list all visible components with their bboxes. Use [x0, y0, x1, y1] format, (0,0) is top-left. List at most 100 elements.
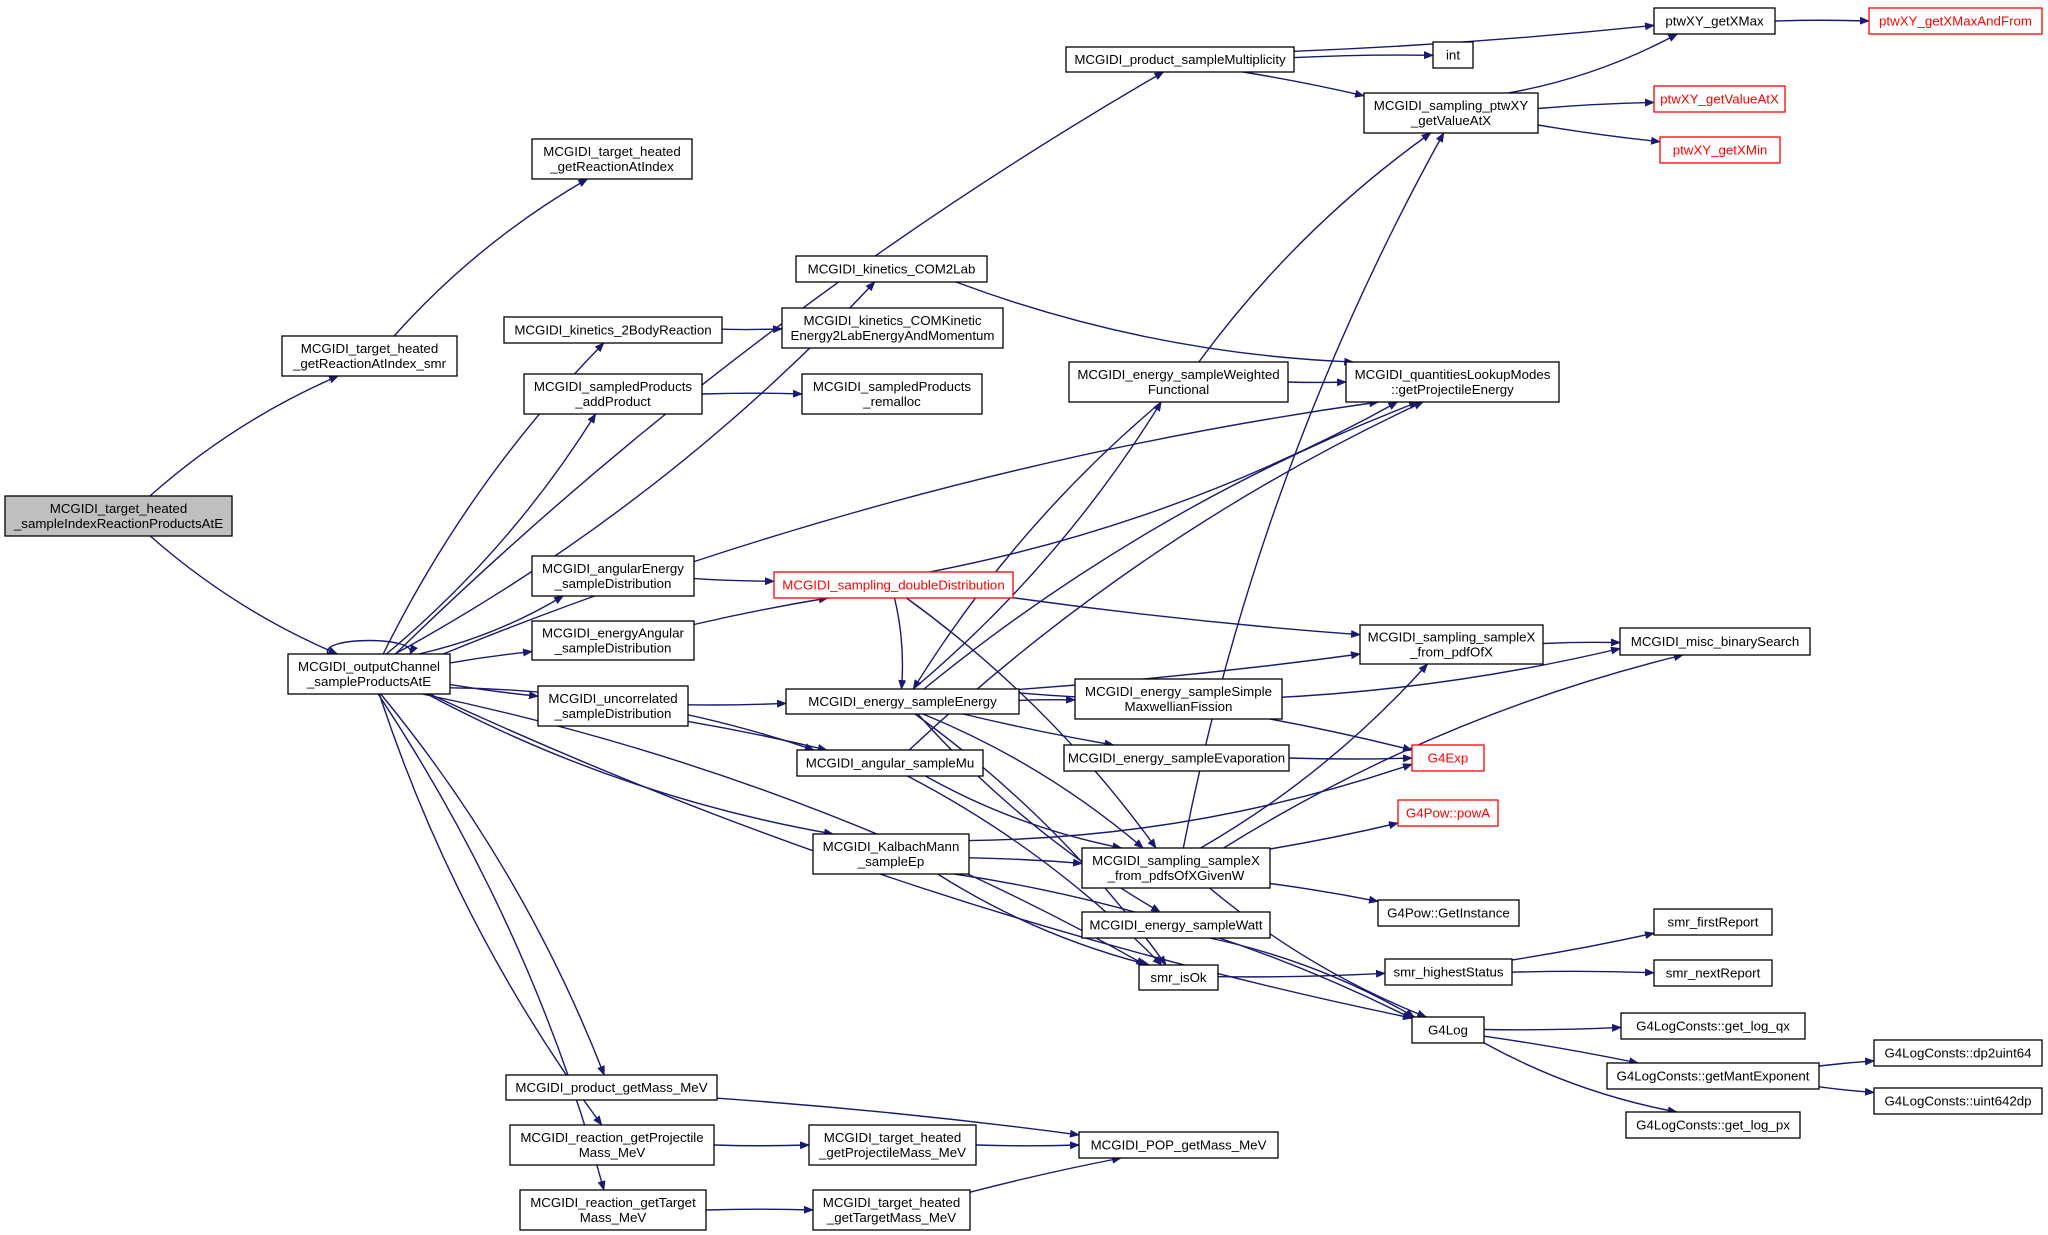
node-getXMax[interactable]: ptwXY_getXMax — [1653, 7, 1776, 35]
node-label: smr_firstReport — [1668, 915, 1759, 930]
node-powInstance[interactable]: G4Pow::GetInstance — [1377, 899, 1520, 927]
node-pdfsGivenW[interactable]: MCGIDI_sampling_sampleX_from_pdfsOfXGive… — [1081, 847, 1271, 889]
node-kalbach[interactable]: MCGIDI_KalbachMann_sampleEp — [812, 833, 970, 875]
edge-weighted-to-ptwValueAtX — [1198, 132, 1432, 363]
node-label: MCGIDI_sampling_doubleDistribution — [782, 578, 1004, 593]
node-label: _getReactionAtIndex — [549, 159, 674, 174]
node-sampleEnergy[interactable]: MCGIDI_energy_sampleEnergy — [785, 688, 1020, 715]
node-pdfOfX[interactable]: MCGIDI_sampling_sampleX_from_pdfOfX — [1359, 624, 1544, 665]
node-box — [1653, 7, 1776, 35]
node-getReactionAtIndex_smr[interactable]: MCGIDI_target_heated_getReactionAtIndex_… — [281, 335, 458, 377]
node-getReactionAtIndex[interactable]: MCGIDI_target_heated_getReactionAtIndex — [531, 138, 693, 180]
node-box — [801, 373, 983, 415]
edge-COM2Lab-to-quantities — [955, 281, 1355, 366]
node-G4Exp[interactable]: G4Exp — [1411, 744, 1485, 772]
node-box — [1625, 1111, 1801, 1139]
node-reactTarget[interactable]: MCGIDI_reaction_getTargetMass_MeV — [519, 1189, 707, 1231]
node-box — [1397, 799, 1499, 827]
node-box — [1620, 1012, 1806, 1040]
node-uncorrelated[interactable]: MCGIDI_uncorrelated_sampleDistribution — [537, 685, 689, 727]
node-thProj[interactable]: MCGIDI_target_heated_getProjectileMass_M… — [808, 1124, 977, 1166]
edge-kalbach-to-G4Log — [954, 873, 1413, 1020]
edge-thProj-to-popMass — [975, 1141, 1080, 1150]
node-popMass[interactable]: MCGIDI_POP_getMass_MeV — [1078, 1131, 1279, 1159]
node-isOk[interactable]: smr_isOk — [1138, 964, 1219, 991]
node-sampleMu[interactable]: MCGIDI_angular_sampleMu — [796, 749, 984, 777]
node-box — [1359, 624, 1544, 665]
edge-sampleEnergy-to-evaporation — [962, 713, 1115, 748]
node-mantExp[interactable]: G4LogConsts::getMantExponent — [1606, 1062, 1820, 1090]
node-label: MCGIDI_energy_sampleSimple — [1085, 684, 1272, 699]
edge-doubleDist-to-pdfsGivenW — [906, 597, 1157, 849]
node-evaporation[interactable]: MCGIDI_energy_sampleEvaporation — [1063, 744, 1290, 772]
node-label: smr_nextReport — [1666, 966, 1761, 981]
node-getValueAtX[interactable]: ptwXY_getValueAtX — [1653, 85, 1786, 113]
node-energyAngular[interactable]: MCGIDI_energyAngular_sampleDistribution — [531, 620, 695, 661]
node-binarySearch[interactable]: MCGIDI_misc_binarySearch — [1619, 627, 1811, 656]
node-label: MCGIDI_sampling_ptwXY — [1374, 98, 1529, 113]
node-label: MCGIDI_energyAngular — [542, 626, 684, 641]
edge-pdfsGivenW-to-powInstance — [1269, 882, 1379, 904]
node-twoBody[interactable]: MCGIDI_kinetics_2BodyReaction — [503, 316, 723, 344]
edge-sampleEnergy-to-quantities — [923, 401, 1420, 690]
node-angularEnergy[interactable]: MCGIDI_angularEnergy_sampleDistribution — [531, 555, 695, 597]
node-label: MCGIDI_kinetics_COMKinetic — [803, 313, 981, 328]
node-label: G4Pow::powA — [1406, 806, 1490, 821]
edge-watt-to-G4Log — [1209, 937, 1416, 1018]
edge-sampleEnergy-to-weighted — [912, 401, 1162, 690]
node-firstReport[interactable]: smr_firstReport — [1653, 908, 1773, 936]
node-quantities[interactable]: MCGIDI_quantitiesLookupModes::getProject… — [1345, 361, 1560, 403]
node-simpleMax[interactable]: MCGIDI_energy_sampleSimpleMaxwellianFiss… — [1074, 678, 1283, 720]
node-G4Log[interactable]: G4Log — [1411, 1016, 1485, 1044]
node-doubleDist[interactable]: MCGIDI_sampling_doubleDistribution — [773, 571, 1014, 599]
node-label: _sampleDistribution — [554, 706, 672, 721]
node-dp2uint64[interactable]: G4LogConsts::dp2uint64 — [1873, 1039, 2043, 1067]
node-ptwValueAtX[interactable]: MCGIDI_sampling_ptwXY_getValueAtX — [1363, 92, 1539, 134]
node-label: MCGIDI_misc_binarySearch — [1631, 634, 1799, 649]
edge-outputChannel-to-G4Log — [429, 693, 1413, 1021]
node-logQx[interactable]: G4LogConsts::get_log_qx — [1620, 1012, 1806, 1040]
node-label: _getTargetMass_MeV — [826, 1210, 956, 1225]
node-nextReport[interactable]: smr_nextReport — [1653, 959, 1773, 987]
node-root[interactable]: MCGIDI_target_heated_sampleIndexReaction… — [4, 495, 233, 537]
node-outputChannel[interactable]: MCGIDI_outputChannel_sampleProductsAtE — [287, 653, 451, 695]
node-COM2Lab[interactable]: MCGIDI_kinetics_COM2Lab — [795, 255, 988, 283]
node-box — [785, 688, 1020, 715]
node-remalloc[interactable]: MCGIDI_sampledProducts_remalloc — [801, 373, 983, 415]
node-label: _addProduct — [574, 394, 651, 409]
node-uint642dp[interactable]: G4LogConsts::uint642dp — [1873, 1087, 2043, 1115]
node-getMass[interactable]: MCGIDI_product_getMass_MeV — [505, 1074, 718, 1101]
node-watt[interactable]: MCGIDI_energy_sampleWatt — [1081, 911, 1271, 939]
node-box — [1078, 1131, 1279, 1159]
node-box — [1411, 1016, 1485, 1044]
node-label: MCGIDI_quantitiesLookupModes — [1355, 367, 1551, 382]
node-addProduct[interactable]: MCGIDI_sampledProducts_addProduct — [523, 373, 703, 415]
edge-outputChannel-to-angularEnergy — [418, 595, 565, 655]
node-label: G4LogConsts::getMantExponent — [1617, 1069, 1810, 1084]
node-box — [1659, 136, 1781, 164]
edge-angularEnergy-to-doubleDist — [693, 577, 775, 586]
edge-mantExp-to-dp2uint64 — [1818, 1057, 1875, 1067]
edge-addProduct-to-remalloc — [701, 389, 803, 398]
node-box — [812, 1189, 971, 1231]
edge-mantExp-to-uint642dp — [1818, 1086, 1875, 1096]
node-thTarget[interactable]: MCGIDI_target_heated_getTargetMass_MeV — [812, 1189, 971, 1231]
node-label: _remalloc — [862, 394, 921, 409]
node-label: MCGIDI_sampling_sampleX — [1092, 853, 1260, 868]
node-powA[interactable]: G4Pow::powA — [1397, 799, 1499, 827]
node-reactProj[interactable]: MCGIDI_reaction_getProjectileMass_MeV — [509, 1124, 715, 1166]
node-intNode[interactable]: int — [1432, 41, 1474, 69]
node-highestStatus[interactable]: smr_highestStatus — [1384, 958, 1513, 986]
node-box — [1363, 92, 1539, 134]
node-sampleMultiplicity[interactable]: MCGIDI_product_sampleMultiplicity — [1065, 46, 1295, 73]
node-logPx[interactable]: G4LogConsts::get_log_px — [1625, 1111, 1801, 1139]
edge-sampleEnergy-to-pdfsGivenW — [922, 713, 1144, 849]
node-box — [1873, 1039, 2043, 1067]
node-getXMaxAndFrom[interactable]: ptwXY_getXMaxAndFrom — [1868, 7, 2043, 35]
edge-sampleMultiplicity-to-ptwValueAtX — [1243, 71, 1365, 98]
node-getXMin[interactable]: ptwXY_getXMin — [1659, 136, 1781, 164]
edge-outputChannel-to-quantities — [442, 399, 1380, 655]
node-COMKinetic[interactable]: MCGIDI_kinetics_COMKineticEnergy2LabEner… — [781, 307, 1004, 349]
